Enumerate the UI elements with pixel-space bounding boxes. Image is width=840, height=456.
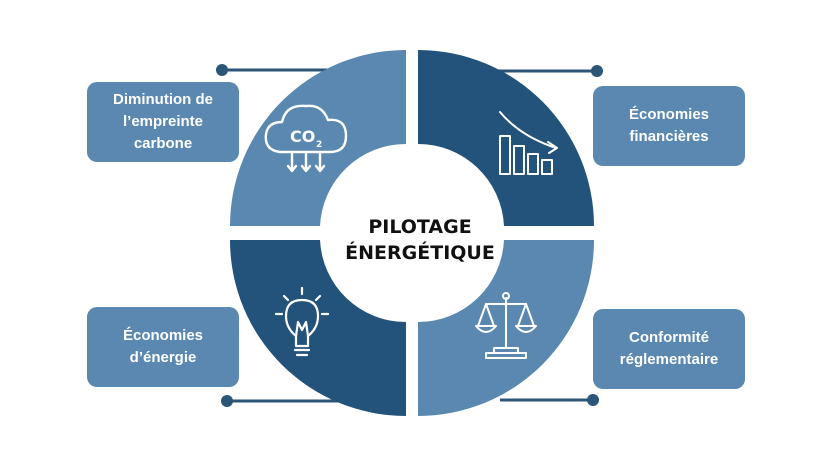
label-box-finance: Économies financières bbox=[593, 86, 745, 166]
label-box-carbon: Diminution de l’empreinte carbone bbox=[87, 82, 239, 162]
label-line: Diminution de bbox=[113, 91, 213, 108]
label-line: Économies bbox=[122, 327, 204, 344]
lightbulb-icon bbox=[274, 286, 330, 357]
segment-carbon bbox=[230, 50, 406, 226]
co2-subscript: 2 bbox=[316, 140, 322, 150]
label-line: Économies bbox=[628, 106, 710, 123]
label-line: Conformité bbox=[628, 329, 709, 346]
label-box-compliance: Conformité réglementaire bbox=[593, 309, 745, 389]
label-line: réglementaire bbox=[619, 351, 719, 368]
segment-finance bbox=[418, 50, 594, 226]
center-title-line2: ÉNERGÉTIQUE bbox=[345, 242, 495, 264]
co2-cloud-icon: CO 2 bbox=[264, 104, 348, 173]
center-title: PILOTAGE ÉNERGÉTIQUE bbox=[320, 214, 520, 266]
connectors bbox=[216, 64, 603, 407]
descending-bar-chart-icon bbox=[499, 111, 558, 175]
connector-dot-finance bbox=[591, 65, 603, 77]
co2-label: CO bbox=[290, 127, 315, 146]
connector-dot-carbon bbox=[216, 64, 228, 76]
label-line: carbone bbox=[133, 135, 193, 152]
segment-energy bbox=[230, 240, 406, 416]
center-title-line1: PILOTAGE bbox=[368, 216, 472, 238]
label-box-energy: Économies d’énergie bbox=[87, 307, 239, 387]
scales-of-justice-icon bbox=[475, 292, 537, 359]
label-line: financières bbox=[629, 128, 709, 145]
label-line: d’énergie bbox=[129, 349, 197, 366]
connector-dot-energy bbox=[221, 395, 233, 407]
connector-dot-compliance bbox=[587, 394, 599, 406]
label-line: l’empreinte bbox=[122, 113, 204, 130]
